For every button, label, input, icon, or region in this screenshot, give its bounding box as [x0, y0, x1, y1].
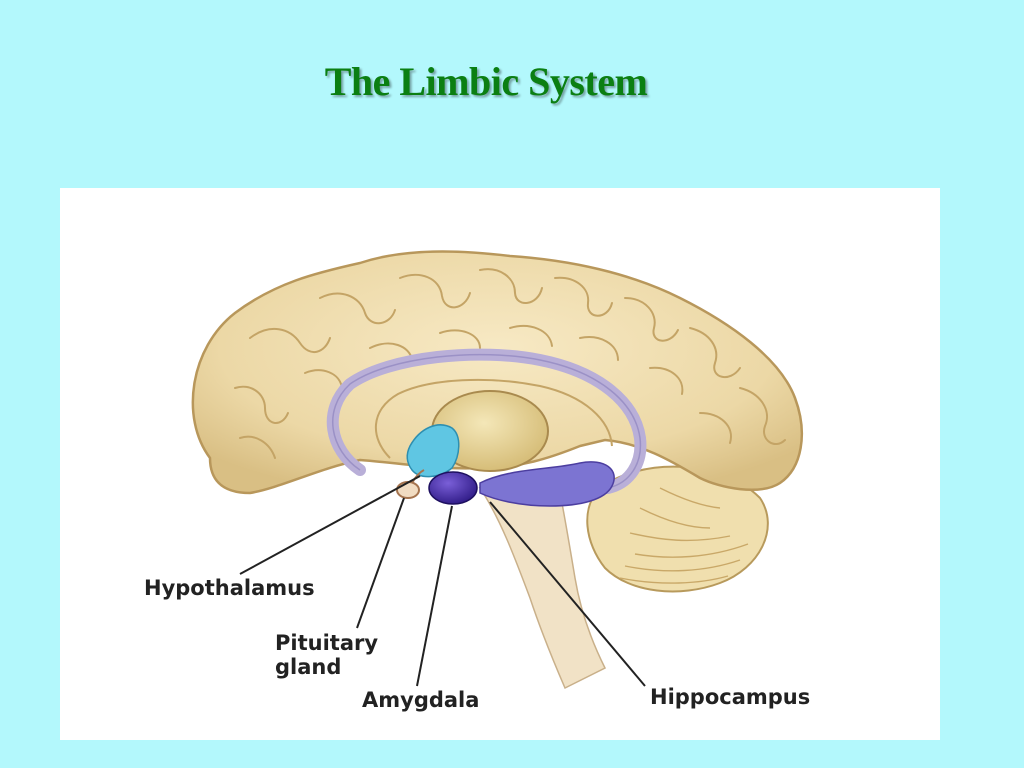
cerebral-cortex: [191, 250, 803, 495]
amygdala: [428, 471, 478, 505]
hippocampus: [479, 461, 615, 507]
label-hippocampus: Hippocampus: [650, 685, 811, 709]
label-pituitary-line1: Pituitary: [275, 631, 379, 655]
pituitary-gland: [396, 481, 420, 499]
pituitary-leader: [356, 497, 405, 629]
label-pituitary-gland: Pituitary gland: [275, 631, 378, 679]
slide-title: The Limbic System: [324, 59, 648, 104]
brainstem: [478, 487, 607, 690]
brain-illustration: [191, 250, 803, 690]
amygdala-leader: [416, 505, 453, 687]
label-pituitary-line2: gland: [275, 655, 342, 679]
brain-diagram-panel: Hypothalamus Pituitary gland Amygdala Hi…: [60, 188, 940, 740]
label-hypothalamus: Hypothalamus: [144, 576, 315, 600]
hypothalamus: [406, 424, 460, 478]
hypothalamus-leader: [239, 475, 421, 575]
hippocampus-leader: [489, 501, 646, 687]
callout-lines: [239, 475, 646, 687]
label-amygdala: Amygdala: [362, 688, 480, 712]
